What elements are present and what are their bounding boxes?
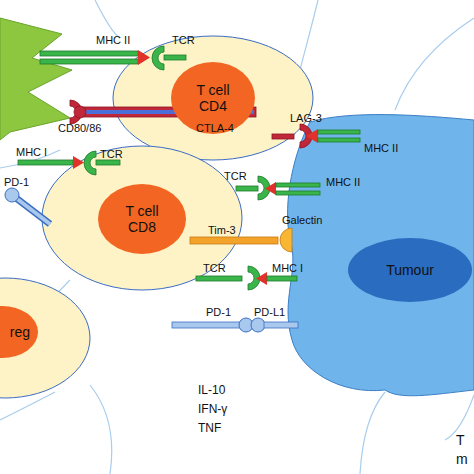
tcr-stem — [236, 186, 258, 191]
mhc-bar — [276, 191, 320, 195]
molecule-label: CD80/86 — [58, 122, 101, 135]
pdl1-bar — [264, 322, 298, 328]
molecule-label: TCR — [203, 262, 226, 275]
molecule-label: PD-L1 — [254, 306, 285, 319]
pd1-bar — [16, 198, 50, 224]
pd1-bar — [172, 322, 242, 328]
tim3-galectin — [190, 228, 292, 252]
tcr-symbol — [84, 151, 96, 175]
molecule-label: PD-1 — [4, 176, 29, 189]
mhc-bar — [276, 183, 320, 187]
mhc-bar — [267, 276, 297, 281]
cell-label: T cell CD4 — [187, 82, 239, 114]
molecule-label: IFN-γ — [198, 403, 227, 416]
galectin-symbol — [280, 228, 292, 252]
molecule-label: TNF — [198, 422, 221, 435]
treg-cell-body — [0, 278, 90, 398]
molecule-label: MHC II — [364, 142, 398, 155]
pdl1-head — [251, 318, 265, 332]
antigen-peptide — [256, 272, 267, 285]
tcr-stem — [196, 276, 242, 281]
molecule-label: TCR — [172, 34, 195, 47]
cell-boundary — [95, 0, 120, 38]
molecule-label: TCR — [224, 170, 247, 183]
cell-boundary — [300, 0, 318, 70]
mhc-bar — [318, 130, 360, 134]
molecule-label: IL-10 — [198, 384, 225, 397]
cell-boundary — [395, 18, 474, 110]
cd4-cell-body — [113, 36, 313, 160]
antigen-peptide — [73, 156, 84, 169]
antigen-peptide — [306, 129, 318, 143]
molecule-label: MHC II — [96, 34, 130, 47]
pd1-head — [5, 188, 19, 202]
lag3-mhc2 — [272, 124, 360, 148]
cell-boundary — [360, 392, 385, 474]
cd8-nucleus: T cell CD8 — [98, 184, 186, 254]
antigen-peptide — [138, 50, 150, 65]
antigen-peptide — [265, 182, 276, 195]
cell-label: T cell CD8 — [116, 203, 168, 235]
molecule-label: CTLA-4 — [196, 122, 234, 135]
cell-label: Tumour — [386, 262, 434, 278]
mhc-bar — [40, 51, 138, 56]
tcr-symbol — [152, 46, 164, 70]
molecule-label: MHC I — [272, 262, 303, 275]
tumour-nucleus: Tumour — [348, 238, 472, 302]
tcr-mhc2-right — [236, 176, 320, 200]
molecule-label: TCR — [100, 148, 123, 161]
lag3-stem — [272, 134, 294, 139]
molecule-label: MHC I — [16, 146, 47, 159]
molecule-label: Tim-3 — [208, 224, 236, 237]
ctla4-head — [74, 106, 86, 118]
mhc-bar — [40, 59, 138, 64]
molecule-label: LAG-3 — [290, 112, 322, 125]
molecule-label: m — [456, 453, 468, 466]
mhc-bar — [318, 138, 360, 142]
pd1-bar-core — [16, 198, 50, 224]
molecule-label: PD-1 — [206, 306, 231, 319]
cd8-cell-body — [42, 146, 242, 290]
cell-boundary — [90, 385, 112, 474]
mhc2-tcr-top — [40, 46, 186, 70]
pd1-pdl1 — [172, 318, 298, 332]
tcr-stem — [96, 160, 120, 165]
tumour-cell-body — [288, 115, 474, 396]
molecule-label: MHC II — [326, 176, 360, 189]
mhc-bar — [18, 160, 73, 165]
tim3-bar — [190, 237, 278, 244]
cell-label: reg — [10, 324, 30, 340]
tcr-stem — [164, 55, 186, 60]
molecule-label: T — [456, 434, 465, 447]
antigen-presenting-cell — [0, 18, 72, 140]
pd1-left — [5, 188, 50, 224]
molecule-label: Galectin — [282, 214, 322, 227]
